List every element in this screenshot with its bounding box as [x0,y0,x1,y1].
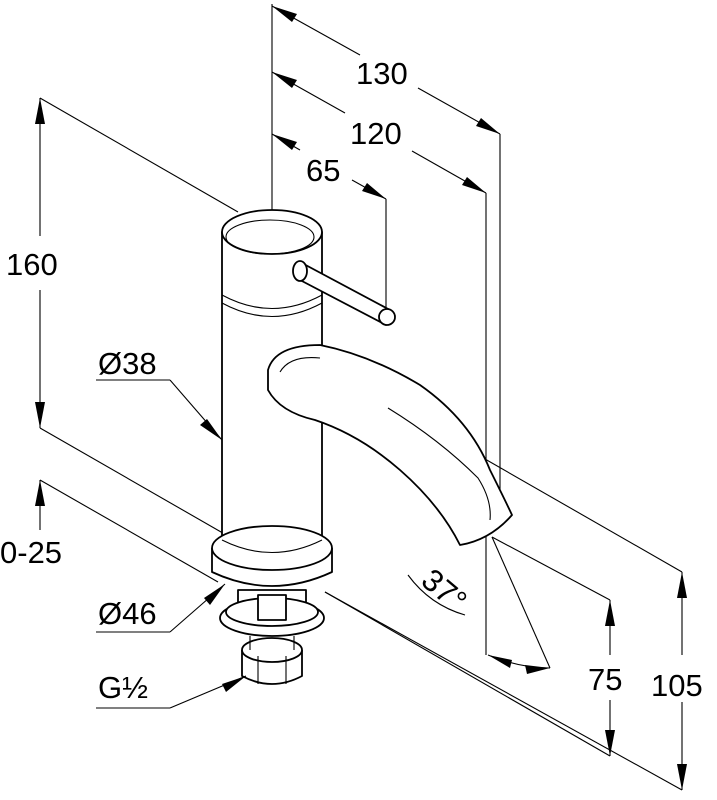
outlet-line-75 [491,536,611,601]
dim-120: 120 [271,71,487,655]
diameter-38-label: Ø38 [98,346,157,381]
diameter-46-label: Ø46 [98,596,157,631]
dim-160-label: 160 [6,247,58,282]
dim-160: 160 [6,97,239,537]
faucet-body [211,209,513,685]
angle-37-label: 37° [415,562,473,619]
dim-65: 65 [271,133,387,308]
dim-diameter-38: Ø38 [96,346,223,441]
dim-thread-g: G½ [96,670,247,709]
dim-angle-37: 37° [407,536,551,674]
base-line-105 [324,591,683,791]
dim-65-label: 65 [306,153,340,188]
dim-130-label: 130 [356,56,408,91]
dim-130: 130 [271,5,501,520]
dim-105: 105 [651,572,703,790]
dim-120-label: 120 [350,116,402,151]
dim-0-25: 0-25 [0,479,219,583]
base-line-75 [324,591,611,757]
dim-diameter-46: Ø46 [96,583,226,633]
dim-75-label: 75 [588,662,622,697]
dim-105-label: 105 [651,668,703,703]
thread-g-label: G½ [98,670,148,705]
dim-75: 75 [588,600,622,756]
outlet-line-105 [477,454,683,573]
dim-0-25-label: 0-25 [0,535,62,570]
